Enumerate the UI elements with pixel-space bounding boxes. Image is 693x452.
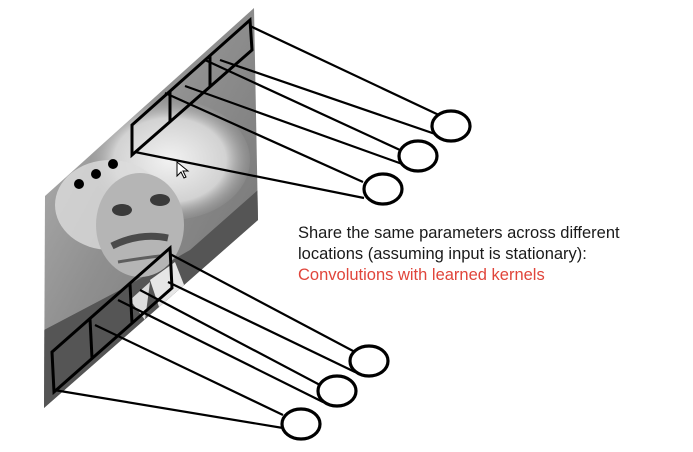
neuron-lower-3: [280, 407, 322, 441]
lower-connection-lines: [53, 253, 356, 430]
neuron-lower-2: [316, 374, 358, 408]
neuron-upper-3: [362, 172, 404, 206]
more-dots-icon: [74, 159, 118, 189]
caption-text: Share the same parameters across differe…: [298, 223, 688, 286]
caption-line-1: Share the same parameters across differe…: [298, 224, 620, 242]
neuron-lower-1: [348, 344, 390, 378]
upper-connection-lines: [134, 25, 442, 200]
neuron-upper-2: [397, 139, 439, 173]
lower-output-neurons: [280, 344, 390, 441]
neuron-upper-1: [430, 109, 472, 143]
caption-line-2: locations (assuming input is stationary)…: [298, 245, 587, 263]
caption-highlight: Convolutions with learned kernels: [298, 266, 545, 284]
mouse-cursor-icon: [176, 160, 190, 179]
upper-output-neurons: [362, 109, 472, 206]
lower-kernel-grid: [50, 244, 174, 396]
